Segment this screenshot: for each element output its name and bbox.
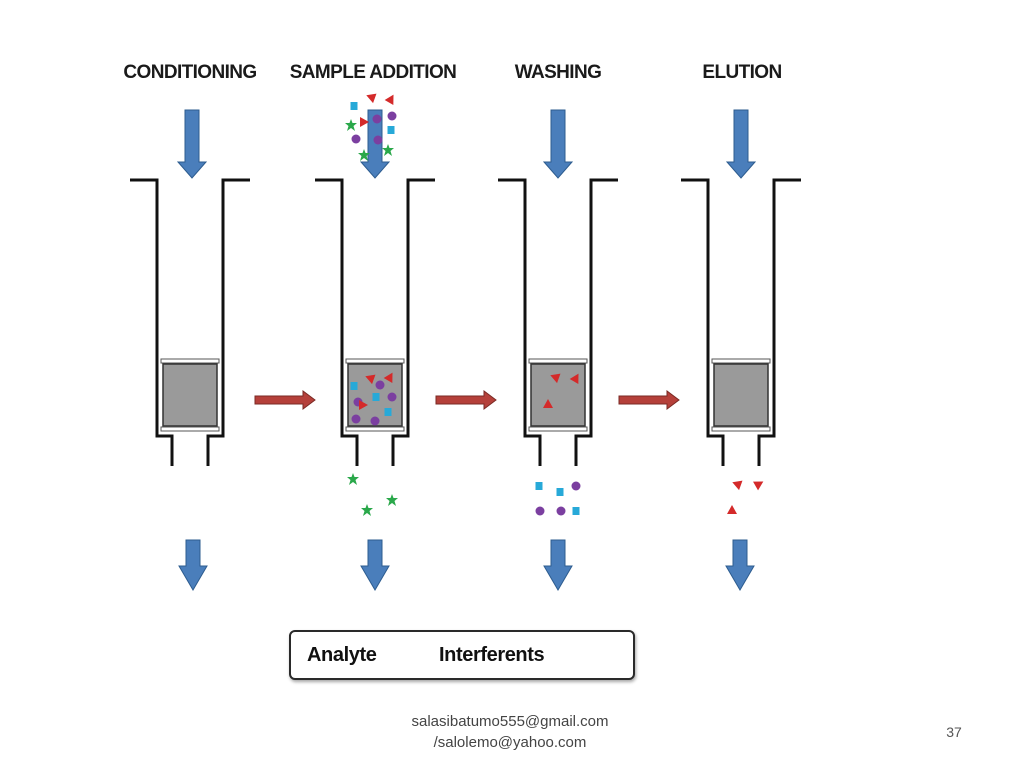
flow-out-arrow-conditioning xyxy=(178,539,208,591)
step-arrow-3 xyxy=(618,390,680,410)
cartridge-conditioning xyxy=(128,178,252,468)
cartridge-elution xyxy=(679,178,803,468)
cartridge-washing xyxy=(496,178,620,468)
legend-box: Analyte Interferents xyxy=(289,630,635,680)
eluate-sample-addition xyxy=(347,473,398,516)
step-title-sample-addition: SAMPLE ADDITION xyxy=(289,62,457,83)
flow-in-arrow-elution xyxy=(726,109,756,179)
flow-in-arrow-conditioning xyxy=(177,109,207,179)
step-title-elution: ELUTION xyxy=(702,62,782,83)
eluate-elution xyxy=(727,477,766,514)
flow-out-arrow-washing xyxy=(543,539,573,591)
flow-in-arrow-washing xyxy=(543,109,573,179)
flow-out-arrow-elution xyxy=(725,539,755,591)
page-number: 37 xyxy=(946,724,962,740)
footer-email-line2: /salolemo@yahoo.com xyxy=(433,734,587,751)
step-arrow-1 xyxy=(254,390,316,410)
eluate-washing xyxy=(535,481,581,516)
flow-out-arrow-sample-addition xyxy=(360,539,390,591)
step-title-conditioning: CONDITIONING xyxy=(123,62,257,83)
legend-interferents-label: Interferents xyxy=(439,644,545,666)
step-title-washing: WASHING xyxy=(514,62,602,83)
footer-email-line1: salasibatumo555@gmail.com xyxy=(411,713,609,730)
legend-analyte-label: Analyte xyxy=(307,644,377,666)
step-arrow-2 xyxy=(435,390,497,410)
